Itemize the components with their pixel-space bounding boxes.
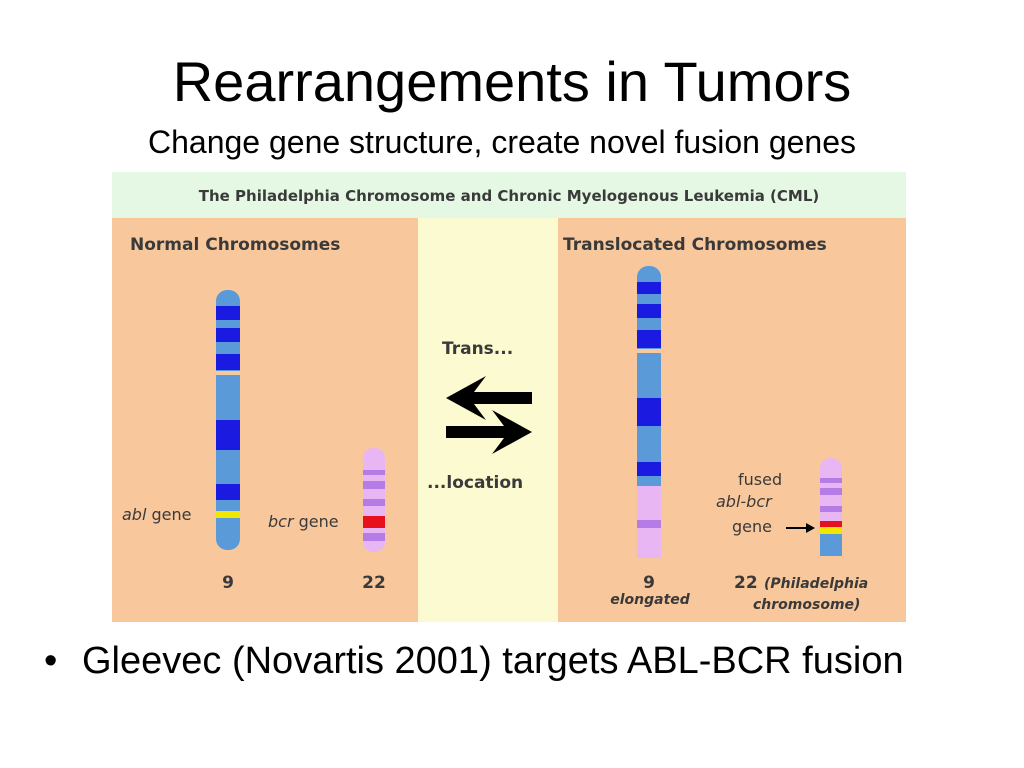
chromosome-22-translocated-number: 22 (734, 573, 758, 593)
philadelphia-label-line2: chromosome) (753, 597, 860, 613)
bullet-text: Gleevec (Novartis 2001) targets ABL-BCR … (82, 640, 904, 682)
arrow-label-top: Trans... (442, 339, 513, 359)
pointer-arrow-icon (786, 523, 815, 533)
bullet-marker: • (44, 640, 58, 682)
philadelphia-label-line1: (Philadelphia (764, 576, 868, 592)
slide-subtitle: Change gene structure, create novel fusi… (147, 124, 856, 160)
abl-gene-label: abl gene (122, 505, 191, 524)
fused-label-line3: gene (732, 517, 772, 536)
chromosome-22-number: 22 (362, 573, 386, 593)
slide-title: Rearrangements in Tumors (172, 50, 852, 113)
chromosome-9-elongated (637, 266, 661, 558)
bullet-list: • Gleevec (Novartis 2001) targets ABL-BC… (44, 638, 1004, 684)
fused-label-line2: abl-bcr (716, 492, 773, 511)
figure-header-text: The Philadelphia Chromosome and Chronic … (199, 187, 820, 205)
fused-gene-band (820, 521, 842, 527)
bcr-gene-band (363, 516, 385, 528)
left-panel (112, 218, 418, 622)
right-arrow-icon (446, 410, 532, 454)
left-arrow-icon (446, 376, 532, 420)
figure-header-bar (112, 172, 906, 218)
fused-label-line1: fused (738, 470, 782, 489)
chromosome-9-number: 9 (222, 573, 234, 593)
center-panel (418, 218, 558, 622)
right-panel (558, 218, 906, 622)
chromosome-9-elongated-note: elongated (610, 592, 691, 608)
chromosome-9-normal (216, 290, 240, 550)
bcr-gene-label: bcr gene (268, 512, 339, 531)
philadelphia-chromosome-figure: The Philadelphia Chromosome and Chronic … (112, 172, 906, 622)
bullet-item: • Gleevec (Novartis 2001) targets ABL-BC… (44, 638, 1004, 684)
abl-gene-band (216, 511, 240, 518)
chromosome-22-normal (363, 448, 385, 552)
right-panel-title: Translocated Chromosomes (563, 235, 827, 255)
arrow-label-bottom: ...location (427, 473, 523, 493)
left-panel-title: Normal Chromosomes (130, 235, 340, 255)
chromosome-22-philadelphia (820, 458, 842, 556)
chromosome-9-translocated-number: 9 (643, 573, 655, 593)
